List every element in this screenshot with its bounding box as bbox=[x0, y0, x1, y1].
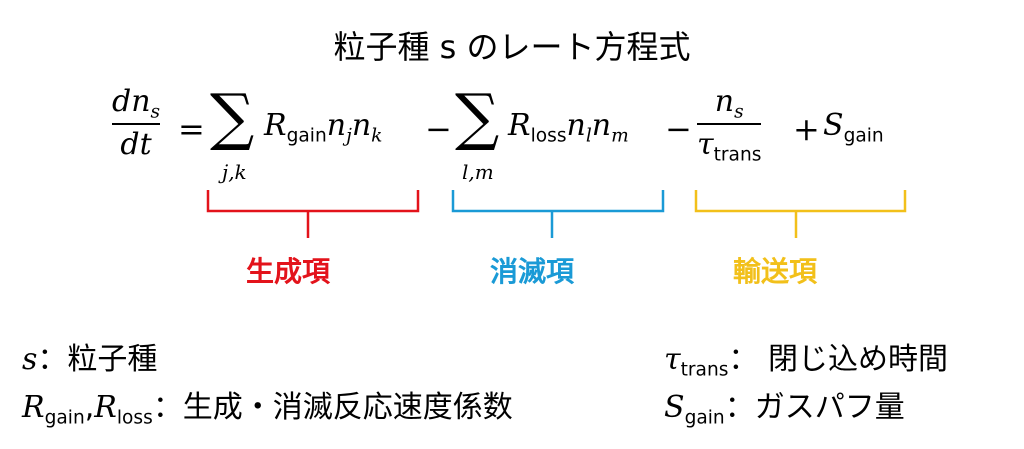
transport-denominator: τtrans bbox=[697, 127, 762, 166]
gain-bracket bbox=[206, 190, 420, 238]
gain-term: Rgainnjnk bbox=[264, 108, 383, 147]
loss-term-label: 消滅項 bbox=[490, 255, 575, 288]
lhs-denominator: dt bbox=[120, 127, 152, 162]
def-species: s：粒子種 bbox=[22, 342, 158, 377]
gain-bracket-path bbox=[206, 190, 420, 238]
sum2-index: l,m bbox=[462, 160, 494, 184]
transport-numerator: ns bbox=[714, 84, 744, 123]
lhs-numerator: dns bbox=[112, 84, 161, 123]
transport-bracket bbox=[694, 190, 907, 238]
equals-sign: = bbox=[178, 110, 205, 148]
lhs-fraction: dns dt bbox=[112, 84, 161, 162]
minus-sign-2: − bbox=[665, 110, 692, 148]
gain-term-label: 生成項 bbox=[246, 255, 331, 288]
sum2-sigma: ∑ bbox=[455, 80, 500, 153]
def-gas-puff: Sgain：ガスパフ量 bbox=[664, 390, 905, 429]
fraction-bar bbox=[112, 123, 161, 125]
loss-term: Rlossnlnm bbox=[508, 108, 629, 147]
sum1-index: j,k bbox=[222, 160, 247, 184]
transport-bracket-path bbox=[694, 190, 907, 238]
fraction-bar bbox=[697, 123, 762, 125]
loss-bracket bbox=[451, 190, 665, 238]
source-term: Sgain bbox=[823, 108, 884, 147]
minus-sign-1: − bbox=[425, 110, 452, 148]
def-confinement-time: τtrans： 閉じ込め時間 bbox=[664, 342, 948, 381]
def-rate-coeffs: Rgain,Rloss：生成・消滅反応速度係数 bbox=[22, 390, 513, 429]
transport-term-label: 輸送項 bbox=[733, 255, 818, 288]
transport-fraction: ns τtrans bbox=[697, 84, 762, 166]
loss-bracket-path bbox=[451, 190, 665, 238]
plus-sign: + bbox=[793, 110, 820, 148]
sum1-sigma: ∑ bbox=[210, 80, 255, 153]
page-title: 粒子種 s のレート方程式 bbox=[333, 28, 691, 66]
